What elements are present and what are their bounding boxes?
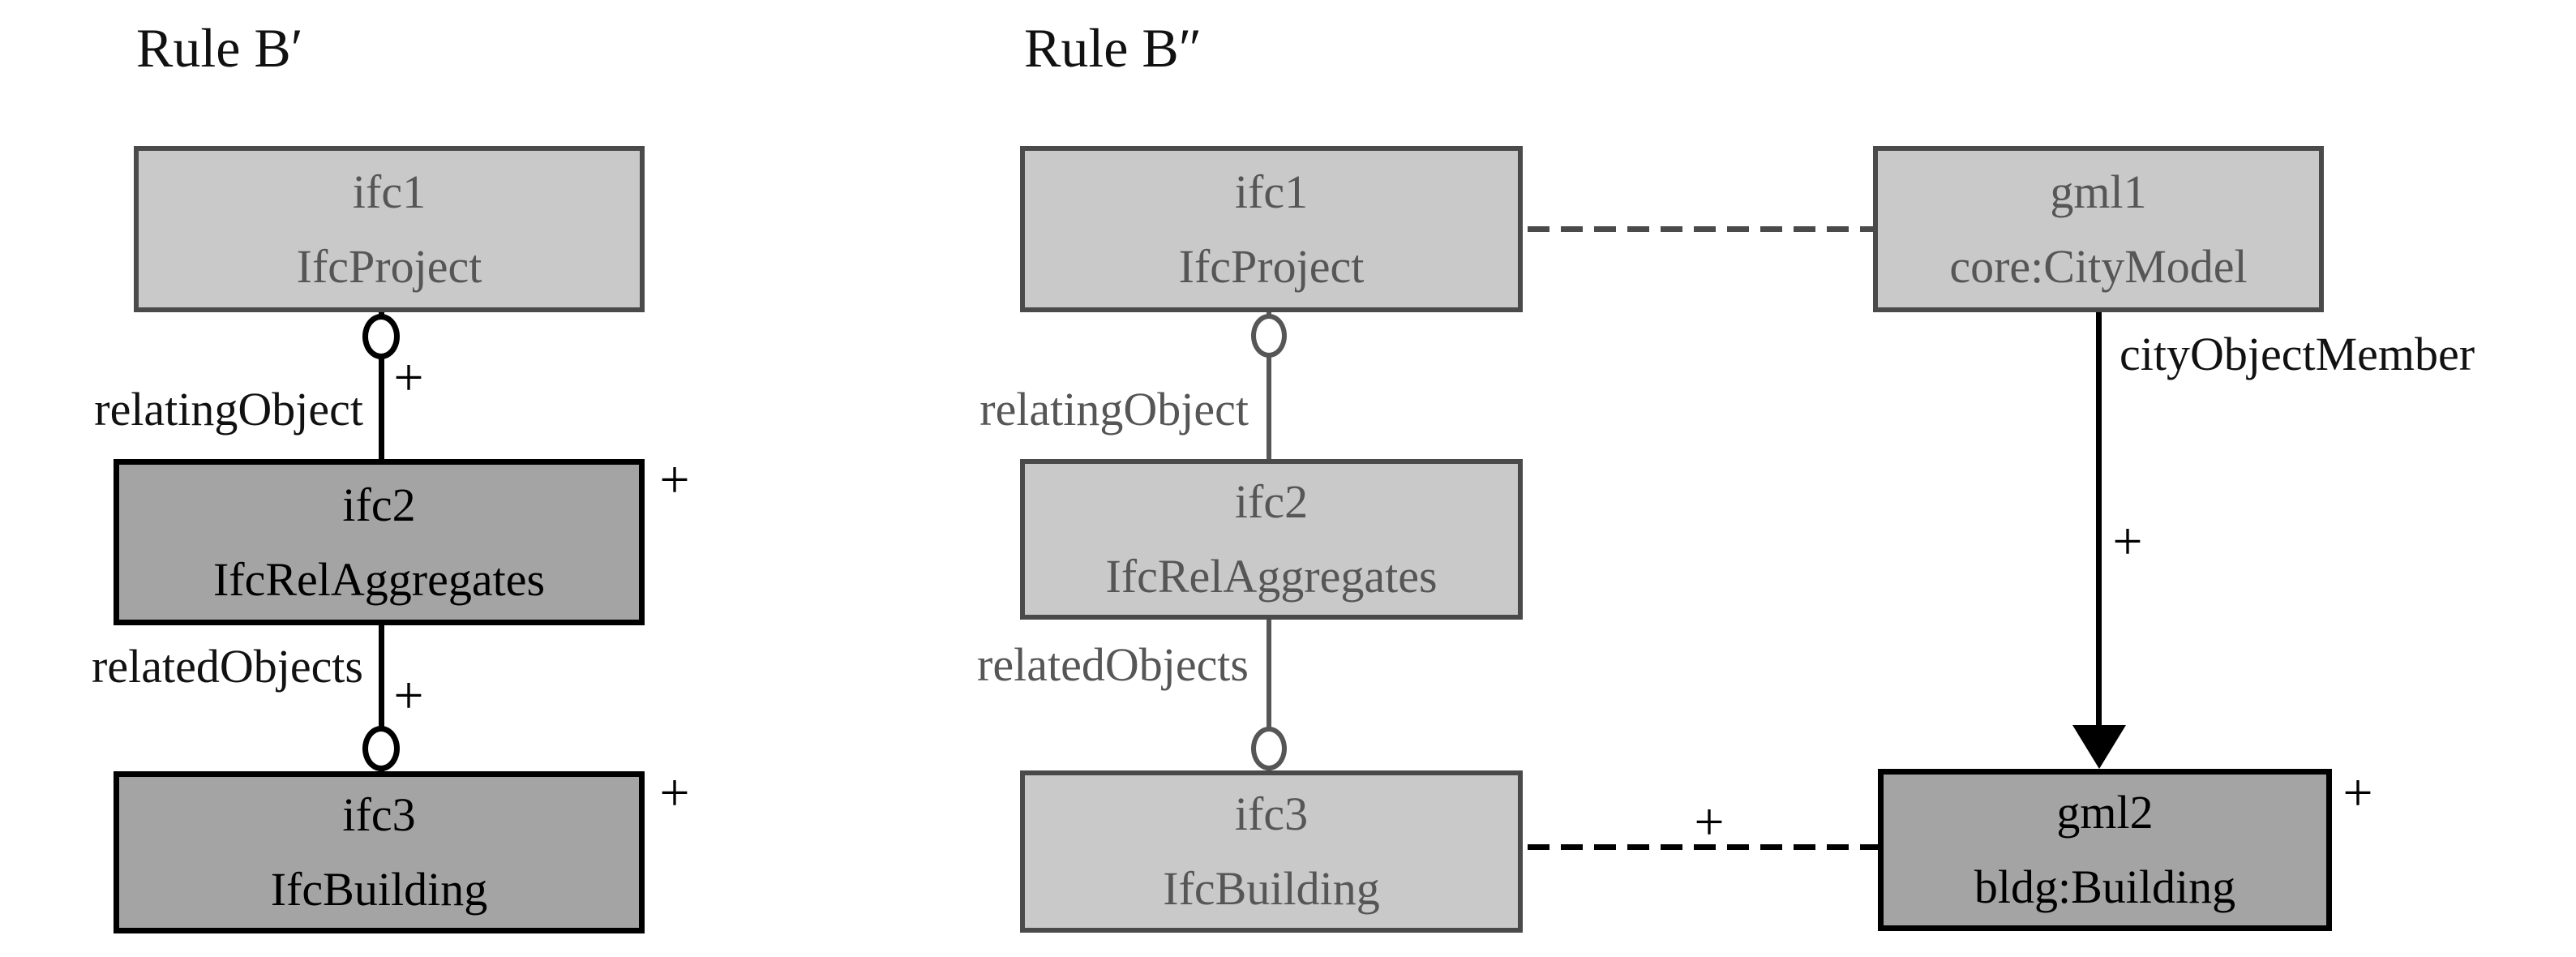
node-type: core:CityModel bbox=[1949, 239, 2248, 293]
node-id: ifc2 bbox=[342, 478, 416, 531]
node-gml1-citymodel: gml1 core:CityModel bbox=[1873, 146, 2324, 312]
related-objects-edge-label: relatedObjects bbox=[92, 640, 363, 693]
city-object-member-edge-line bbox=[2096, 311, 2102, 727]
node-type: IfcRelAggregates bbox=[1105, 550, 1438, 603]
node-id: ifc1 bbox=[1234, 165, 1309, 218]
arrowhead-icon bbox=[2072, 725, 2126, 769]
ifc1-gml1-correspondence-line bbox=[1528, 226, 1873, 232]
relating-object-multiplicity: + bbox=[393, 348, 424, 407]
relating-object-edge-line bbox=[1267, 311, 1271, 460]
aggregation-circle-icon bbox=[362, 314, 400, 359]
node-type: IfcBuilding bbox=[1163, 862, 1380, 915]
related-objects-edge-label: relatedObjects bbox=[977, 638, 1249, 691]
relating-object-edge-label: relatingObject bbox=[979, 383, 1249, 436]
city-object-member-multiplicity: + bbox=[2112, 512, 2143, 571]
node-ifc3-multiplicity: + bbox=[659, 763, 690, 822]
node-id: gml2 bbox=[2056, 786, 2154, 839]
ifc3-gml2-correspondence-line bbox=[1528, 844, 1878, 850]
node-id: ifc1 bbox=[352, 165, 426, 218]
node-gml2-multiplicity: + bbox=[2342, 763, 2373, 822]
related-objects-multiplicity: + bbox=[393, 666, 424, 725]
node-type: IfcProject bbox=[1178, 239, 1365, 293]
node-type: IfcBuilding bbox=[270, 863, 488, 916]
node-ifc1-ifcproject: ifc1 IfcProject bbox=[134, 146, 645, 312]
node-id: ifc3 bbox=[342, 788, 416, 841]
node-ifc2-ifcrelaggregates: ifc2 IfcRelAggregates bbox=[114, 459, 645, 625]
node-ifc3-ifcbuilding: ifc3 IfcBuilding bbox=[1020, 770, 1523, 933]
node-ifc2-multiplicity: + bbox=[659, 450, 690, 509]
node-ifc3-ifcbuilding: ifc3 IfcBuilding bbox=[114, 771, 645, 933]
node-id: ifc3 bbox=[1234, 787, 1309, 840]
related-objects-edge-line bbox=[1267, 620, 1271, 770]
relating-object-edge-line bbox=[379, 311, 384, 460]
aggregation-circle-icon bbox=[362, 726, 400, 771]
city-object-member-edge-label: cityObjectMember bbox=[2120, 328, 2475, 380]
ifc3-gml2-correspondence-multiplicity: + bbox=[1694, 792, 1725, 852]
node-id: ifc2 bbox=[1234, 475, 1309, 528]
rule-b-prime-title: Rule B′ bbox=[136, 17, 303, 79]
relating-object-edge-label: relatingObject bbox=[94, 383, 363, 436]
aggregation-circle-icon bbox=[1251, 314, 1287, 358]
rule-b-doubleprime-title: Rule B″ bbox=[1024, 17, 1202, 79]
node-gml2-building: gml2 bldg:Building bbox=[1878, 769, 2332, 931]
node-type: bldg:Building bbox=[1974, 860, 2236, 913]
aggregation-circle-icon bbox=[1251, 727, 1287, 770]
related-objects-edge-line bbox=[379, 625, 384, 771]
node-ifc1-ifcproject: ifc1 IfcProject bbox=[1020, 146, 1523, 312]
node-type: IfcRelAggregates bbox=[212, 552, 546, 606]
node-type: IfcProject bbox=[296, 239, 482, 293]
node-ifc2-ifcrelaggregates: ifc2 IfcRelAggregates bbox=[1020, 459, 1523, 620]
node-id: gml1 bbox=[2050, 165, 2147, 218]
